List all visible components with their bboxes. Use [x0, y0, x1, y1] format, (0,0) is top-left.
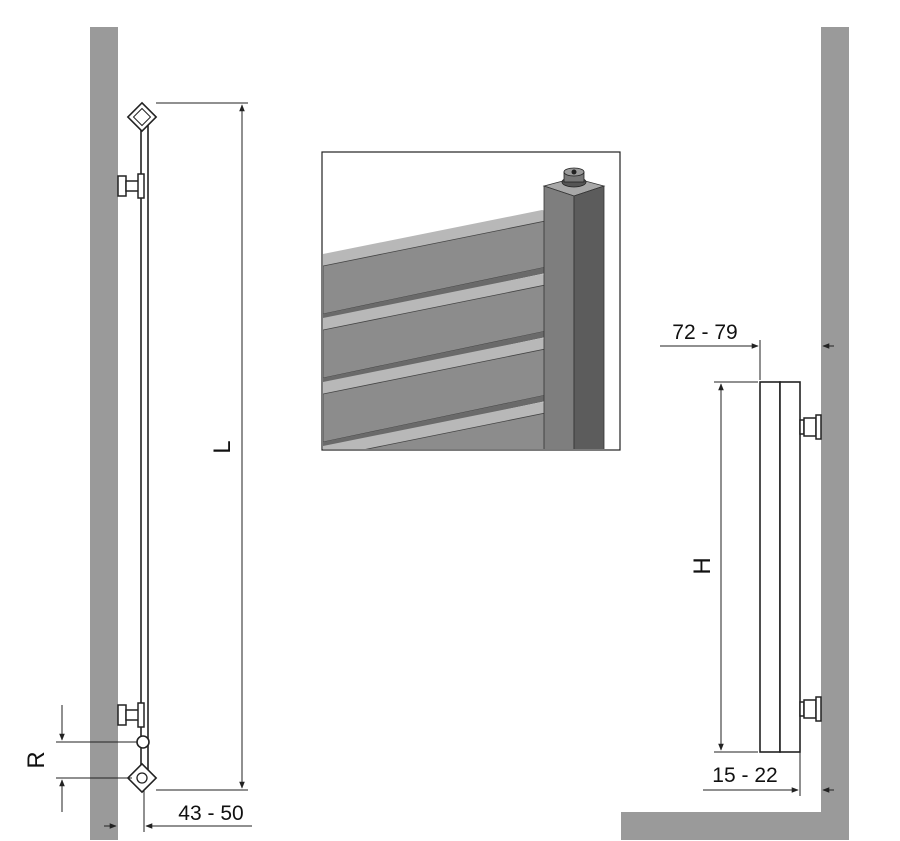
lower-wall-bracket	[117, 702, 145, 728]
pipe-spacing-label: R	[23, 751, 50, 768]
height-dimension	[714, 381, 758, 753]
radiator-side-profile	[140, 117, 149, 779]
right-side-view: 72 - 79 H 15 - 22	[621, 27, 849, 840]
right-upper-bracket	[799, 414, 822, 440]
air-valve-icon	[561, 167, 587, 188]
radiator-detail-inset	[321, 151, 621, 451]
right-wall-distance-dimension	[703, 752, 834, 796]
height-label: H	[689, 557, 716, 574]
horizontal-bars	[323, 210, 571, 449]
depth-dimension	[660, 340, 834, 380]
length-dimension	[156, 102, 248, 791]
left-side-view: L R 43 - 50	[23, 27, 252, 840]
right-wall	[821, 27, 849, 840]
top-valve	[126, 101, 158, 133]
left-wall	[90, 27, 118, 840]
bottom-valve	[126, 762, 158, 794]
floor	[621, 812, 849, 840]
right-lower-bracket	[799, 696, 822, 722]
upper-wall-bracket	[117, 173, 145, 199]
left-wall-distance-label: 43 - 50	[178, 802, 243, 825]
pipe-spacing-dimension	[56, 705, 137, 812]
pipe-connection-circle	[136, 735, 150, 749]
length-label: L	[209, 440, 236, 453]
radiator-back-panel	[779, 381, 801, 753]
vertical-collector	[542, 177, 606, 449]
depth-label: 72 - 79	[672, 321, 737, 344]
radiator-front-panel	[759, 381, 781, 753]
left-wall-distance-dimension	[104, 790, 252, 832]
right-wall-distance-label: 15 - 22	[712, 764, 777, 787]
